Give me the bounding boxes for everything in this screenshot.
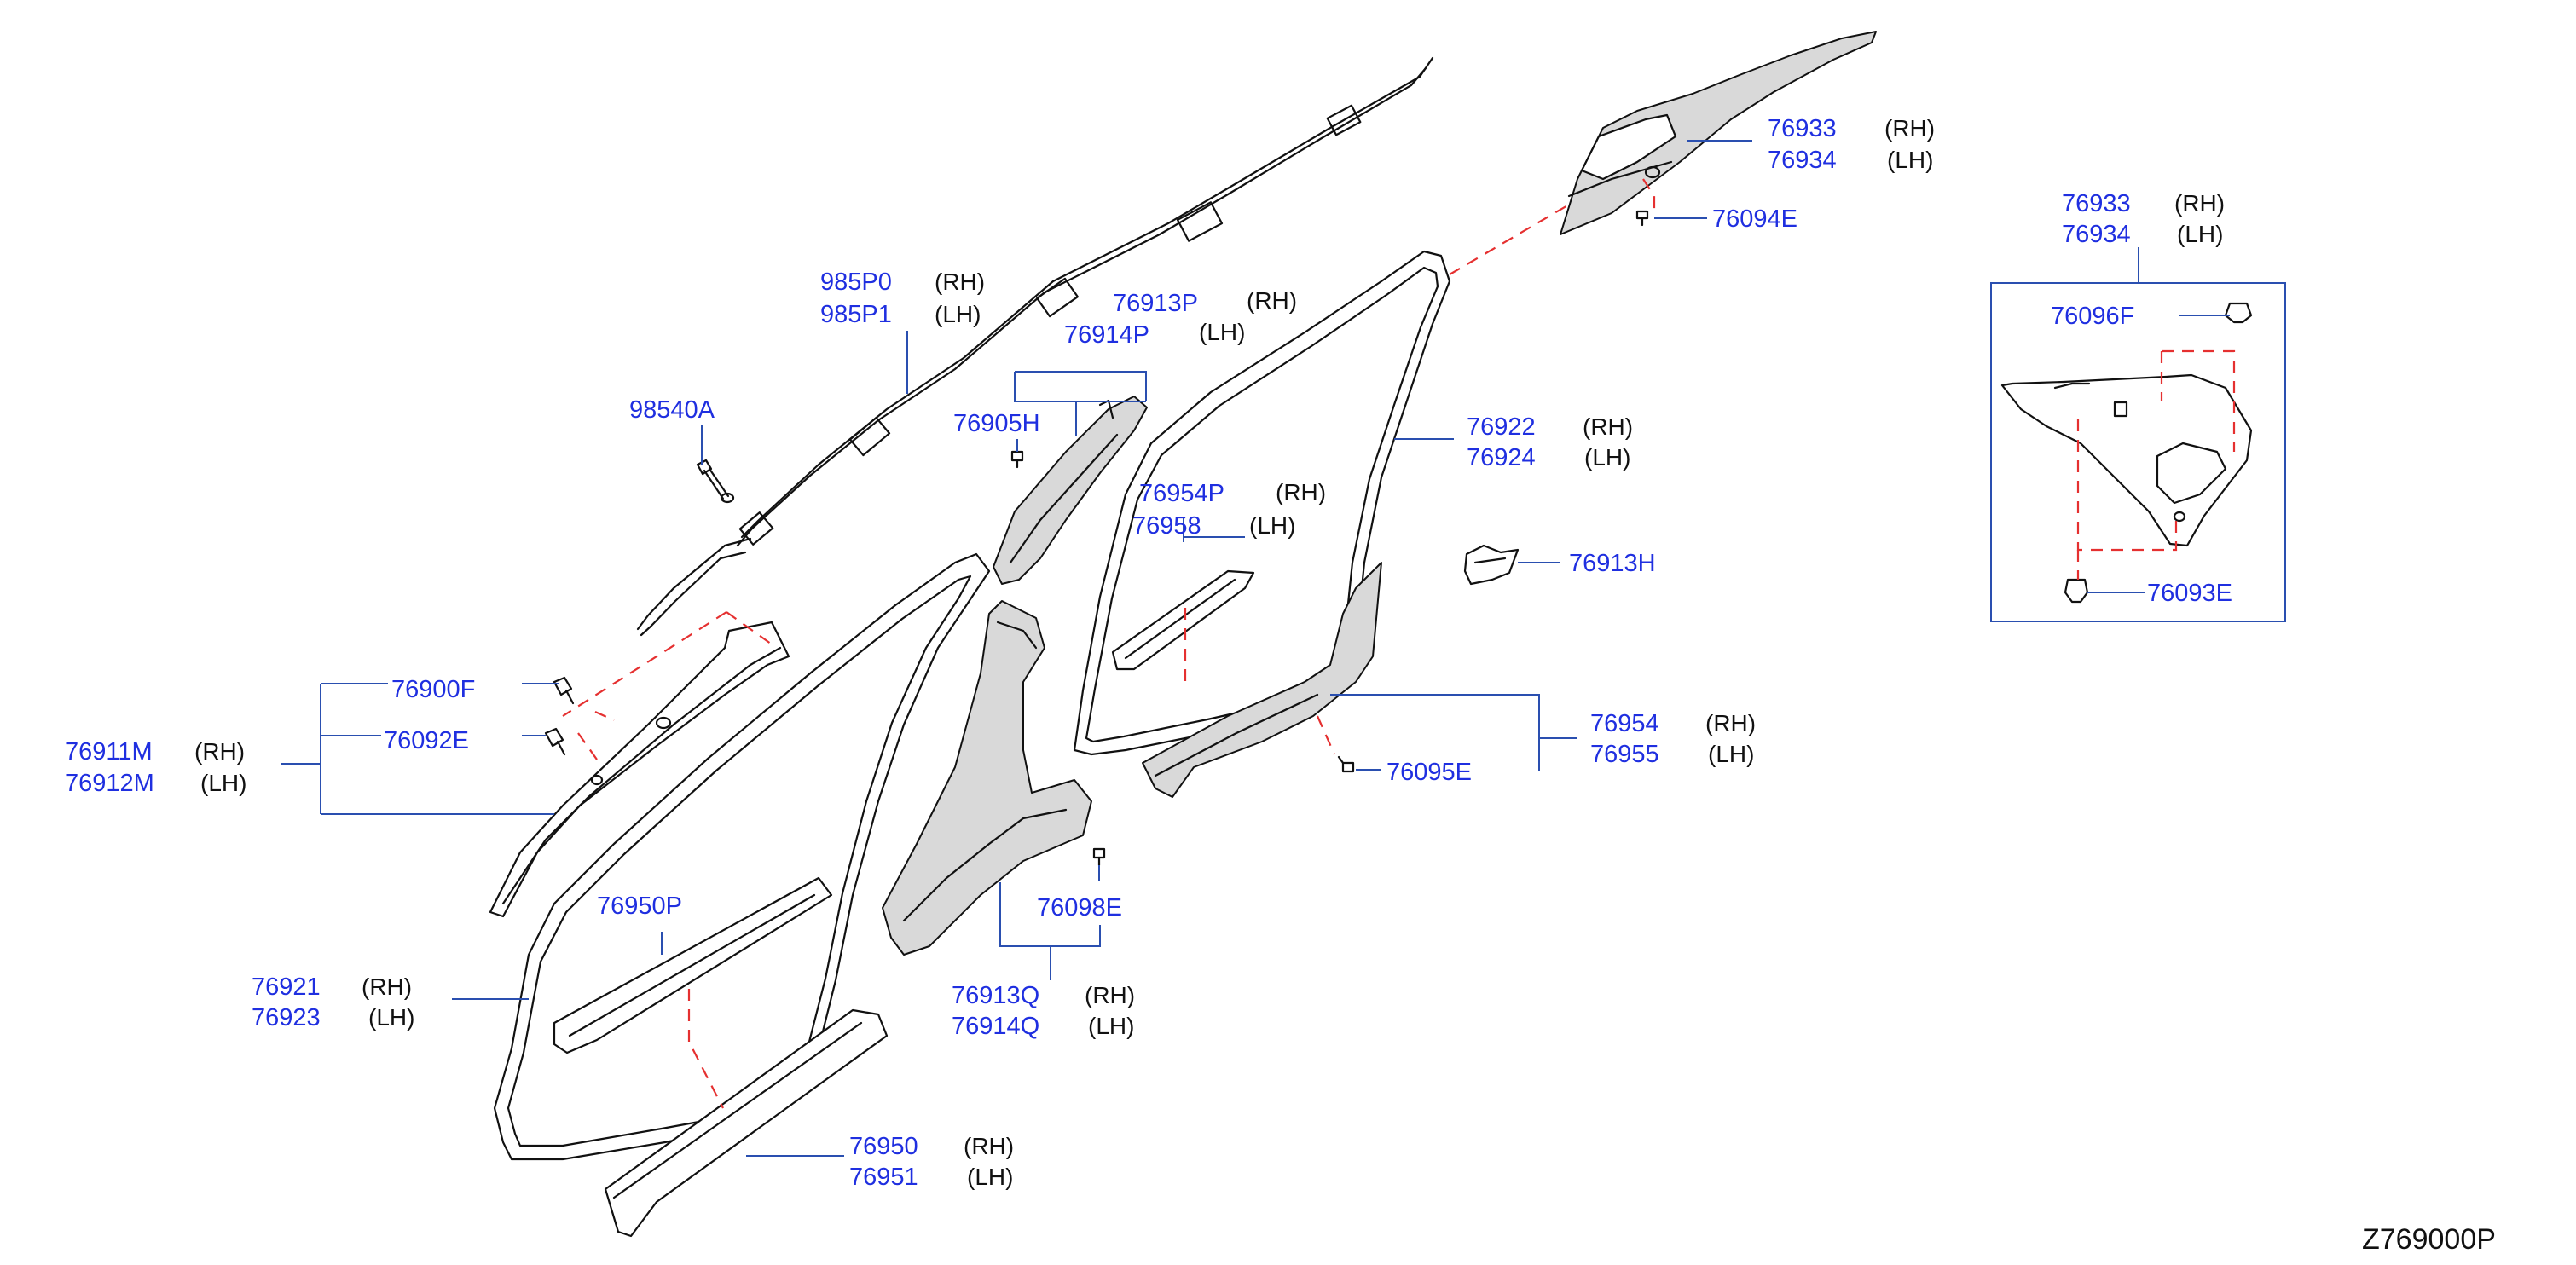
bolt-98540a: [696, 459, 735, 504]
rear-pillar-upper: [1560, 31, 1877, 235]
side-label: (LH): [1584, 444, 1630, 471]
part-number: 76934: [1768, 147, 1837, 174]
clip-76096f: [2224, 302, 2253, 324]
bracket-76913h: [1463, 544, 1520, 586]
clip-76905h: [1010, 450, 1024, 469]
side-label: (LH): [1088, 1013, 1134, 1039]
rear-pillar-lower: [1142, 562, 1382, 798]
part-number: 985P1: [820, 301, 892, 328]
diagram-code: Z769000P: [2362, 1223, 2496, 1256]
part-number: 76954P: [1139, 480, 1224, 507]
part-number: 76924: [1467, 444, 1536, 471]
part-number: 76933: [2062, 190, 2131, 217]
side-label: (RH): [1705, 710, 1756, 736]
clip-76098e: [1092, 847, 1106, 867]
part-number: 76094E: [1712, 205, 1797, 233]
kicking-plate-inner: [553, 876, 833, 1054]
detail-box: [1990, 282, 2286, 622]
side-label: (RH): [362, 973, 412, 1000]
clip-76092e: [544, 727, 566, 756]
side-label: (RH): [1583, 413, 1633, 440]
dashed-guides: [562, 178, 2236, 1109]
part-number: 76914Q: [952, 1013, 1039, 1040]
part-number: 76923: [252, 1004, 321, 1031]
kicking-plate-outer: [604, 1008, 889, 1238]
part-number: 76934: [2062, 221, 2131, 248]
side-label: (LH): [2177, 221, 2223, 247]
side-label: (RH): [1884, 115, 1935, 142]
part-number: 76933: [1768, 115, 1837, 142]
callout-labels: 76933 (RH) 76934 (LH) 76094E 985P0 (RH) …: [65, 115, 2496, 1256]
clip-76900f: [553, 676, 575, 705]
leader-lines: [281, 140, 2230, 1157]
side-label: (LH): [1708, 741, 1754, 767]
part-number: 76905H: [953, 410, 1040, 437]
part-number: 76914P: [1064, 321, 1149, 349]
side-label: (LH): [1887, 147, 1933, 173]
side-label: (RH): [1276, 479, 1326, 505]
side-label: (RH): [1085, 982, 1135, 1008]
side-label: (RH): [935, 269, 985, 295]
part-number: 76951: [849, 1164, 918, 1191]
part-number: 76921: [252, 973, 321, 1001]
side-label: (LH): [1199, 319, 1245, 345]
part-number: 76092E: [384, 727, 469, 754]
part-number: 98540A: [629, 396, 715, 424]
part-number: 76955: [1590, 741, 1659, 768]
part-number: 76922: [1467, 413, 1536, 441]
side-label: (LH): [967, 1164, 1013, 1190]
side-label: (RH): [1247, 287, 1297, 314]
side-label: (RH): [964, 1133, 1014, 1159]
part-number: 985P0: [820, 269, 892, 296]
side-label: (RH): [194, 738, 245, 765]
center-pillar-lower: [882, 600, 1092, 956]
part-number: 76958: [1132, 512, 1201, 540]
part-number: 76096F: [2051, 303, 2134, 330]
side-label: (LH): [1249, 512, 1295, 539]
part-number: 76098E: [1037, 894, 1122, 921]
part-number: 76913P: [1113, 290, 1198, 317]
part-number: 76954: [1590, 710, 1659, 737]
part-number: 76950: [849, 1133, 918, 1160]
front-pillar-finisher: [489, 621, 790, 918]
part-number: 76912M: [65, 770, 154, 797]
part-number: 76950P: [597, 892, 682, 920]
clip-76095e: [1337, 755, 1355, 773]
rear-kicking-plate-inner: [1111, 569, 1255, 671]
curtain-airbag: [636, 56, 1434, 637]
part-number: 76911M: [65, 738, 153, 765]
clip-76094e: [1635, 210, 1649, 227]
part-number: 76093E: [2147, 580, 2232, 607]
part-number: 76900F: [391, 676, 475, 703]
side-label: (LH): [935, 301, 981, 327]
clip-76093e: [2064, 578, 2089, 604]
part-number: 76095E: [1386, 759, 1472, 786]
side-label: (LH): [368, 1004, 414, 1031]
side-label: (LH): [200, 770, 246, 796]
side-label: (RH): [2174, 190, 2225, 217]
part-number: 76913Q: [952, 982, 1039, 1009]
part-number: 76913H: [1569, 550, 1656, 577]
